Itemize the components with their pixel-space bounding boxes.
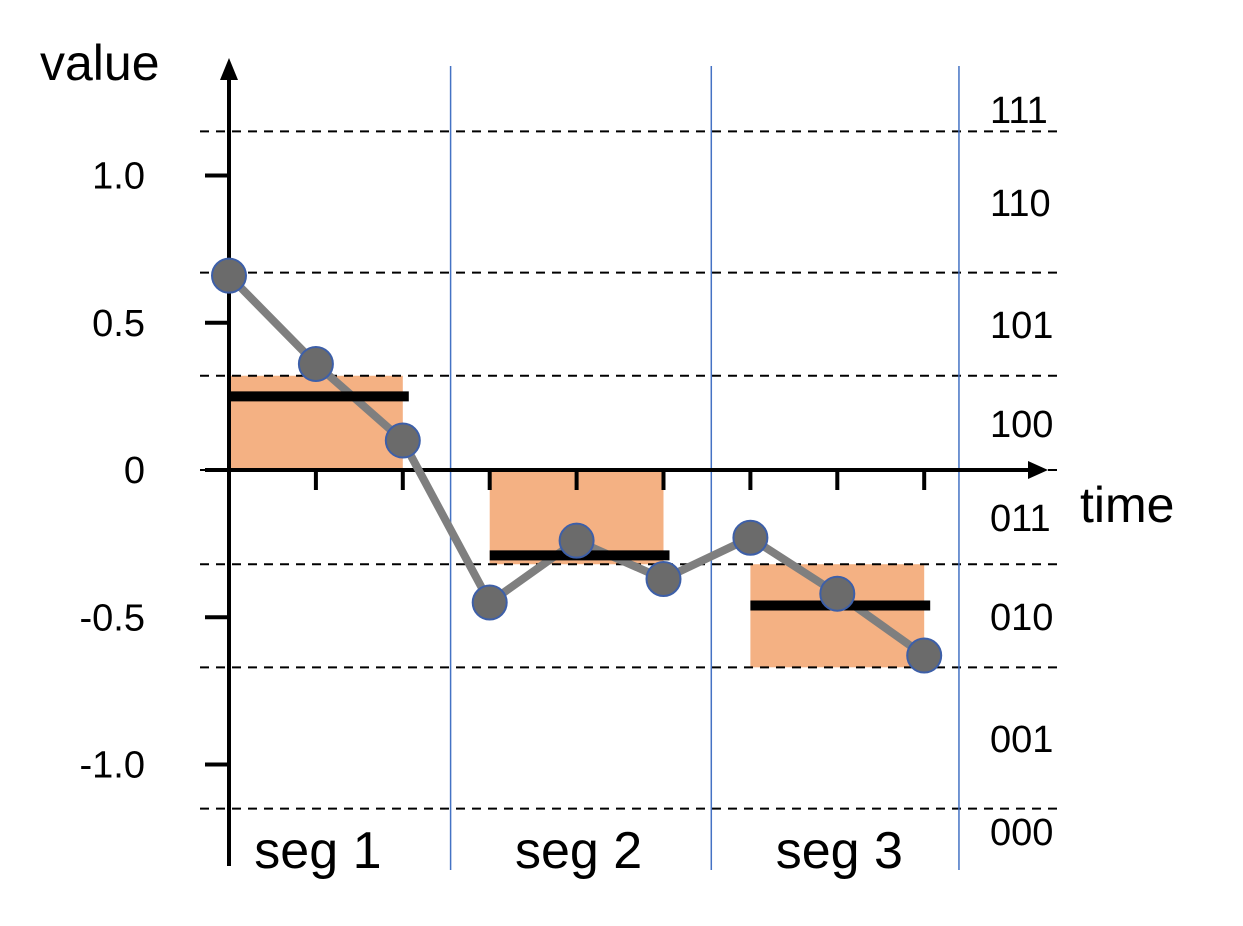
- data-point: [211, 257, 247, 294]
- data-point: [471, 584, 508, 621]
- y-tick-label: 0.5: [92, 303, 145, 345]
- symbol-labels: 000 001 010 011 100 101 110 111: [990, 90, 1053, 854]
- segment-bands: [229, 375, 925, 668]
- y-tick-label: -1.0: [80, 745, 145, 787]
- symbol-label: 110: [990, 183, 1051, 225]
- x-ticks: [313, 470, 927, 490]
- y-axis-arrow: [220, 58, 238, 80]
- data-points: [211, 257, 943, 674]
- segment-label: seg 3: [776, 822, 903, 880]
- y-tick-label: -0.5: [80, 597, 145, 639]
- symbol-label: 001: [990, 719, 1053, 761]
- y-tick-label: 1.0: [92, 156, 145, 198]
- x-axis-arrow: [1028, 461, 1048, 479]
- data-point: [906, 637, 943, 674]
- x-axis-label: time: [1080, 477, 1174, 533]
- symbol-label: 000: [990, 812, 1053, 854]
- segment-labels: seg 1 seg 2 seg 3: [254, 822, 903, 880]
- symbol-label: 011: [990, 498, 1051, 540]
- y-ticks: 1.0 0.5 0 -0.5 -1.0: [80, 156, 229, 787]
- y-tick-label: 0: [124, 450, 145, 492]
- data-point: [384, 422, 421, 459]
- symbol-label: 100: [990, 404, 1053, 446]
- data-point: [732, 519, 769, 556]
- data-point: [645, 560, 682, 597]
- data-point: [558, 522, 595, 559]
- symbol-label: 111: [990, 90, 1048, 132]
- segment-label: seg 1: [254, 822, 381, 880]
- data-point: [297, 345, 334, 382]
- symbol-label: 101: [990, 305, 1053, 347]
- segment-label: seg 2: [515, 822, 642, 880]
- data-point: [819, 575, 856, 612]
- symbol-label: 010: [990, 597, 1053, 639]
- y-axis-label: value: [40, 35, 160, 91]
